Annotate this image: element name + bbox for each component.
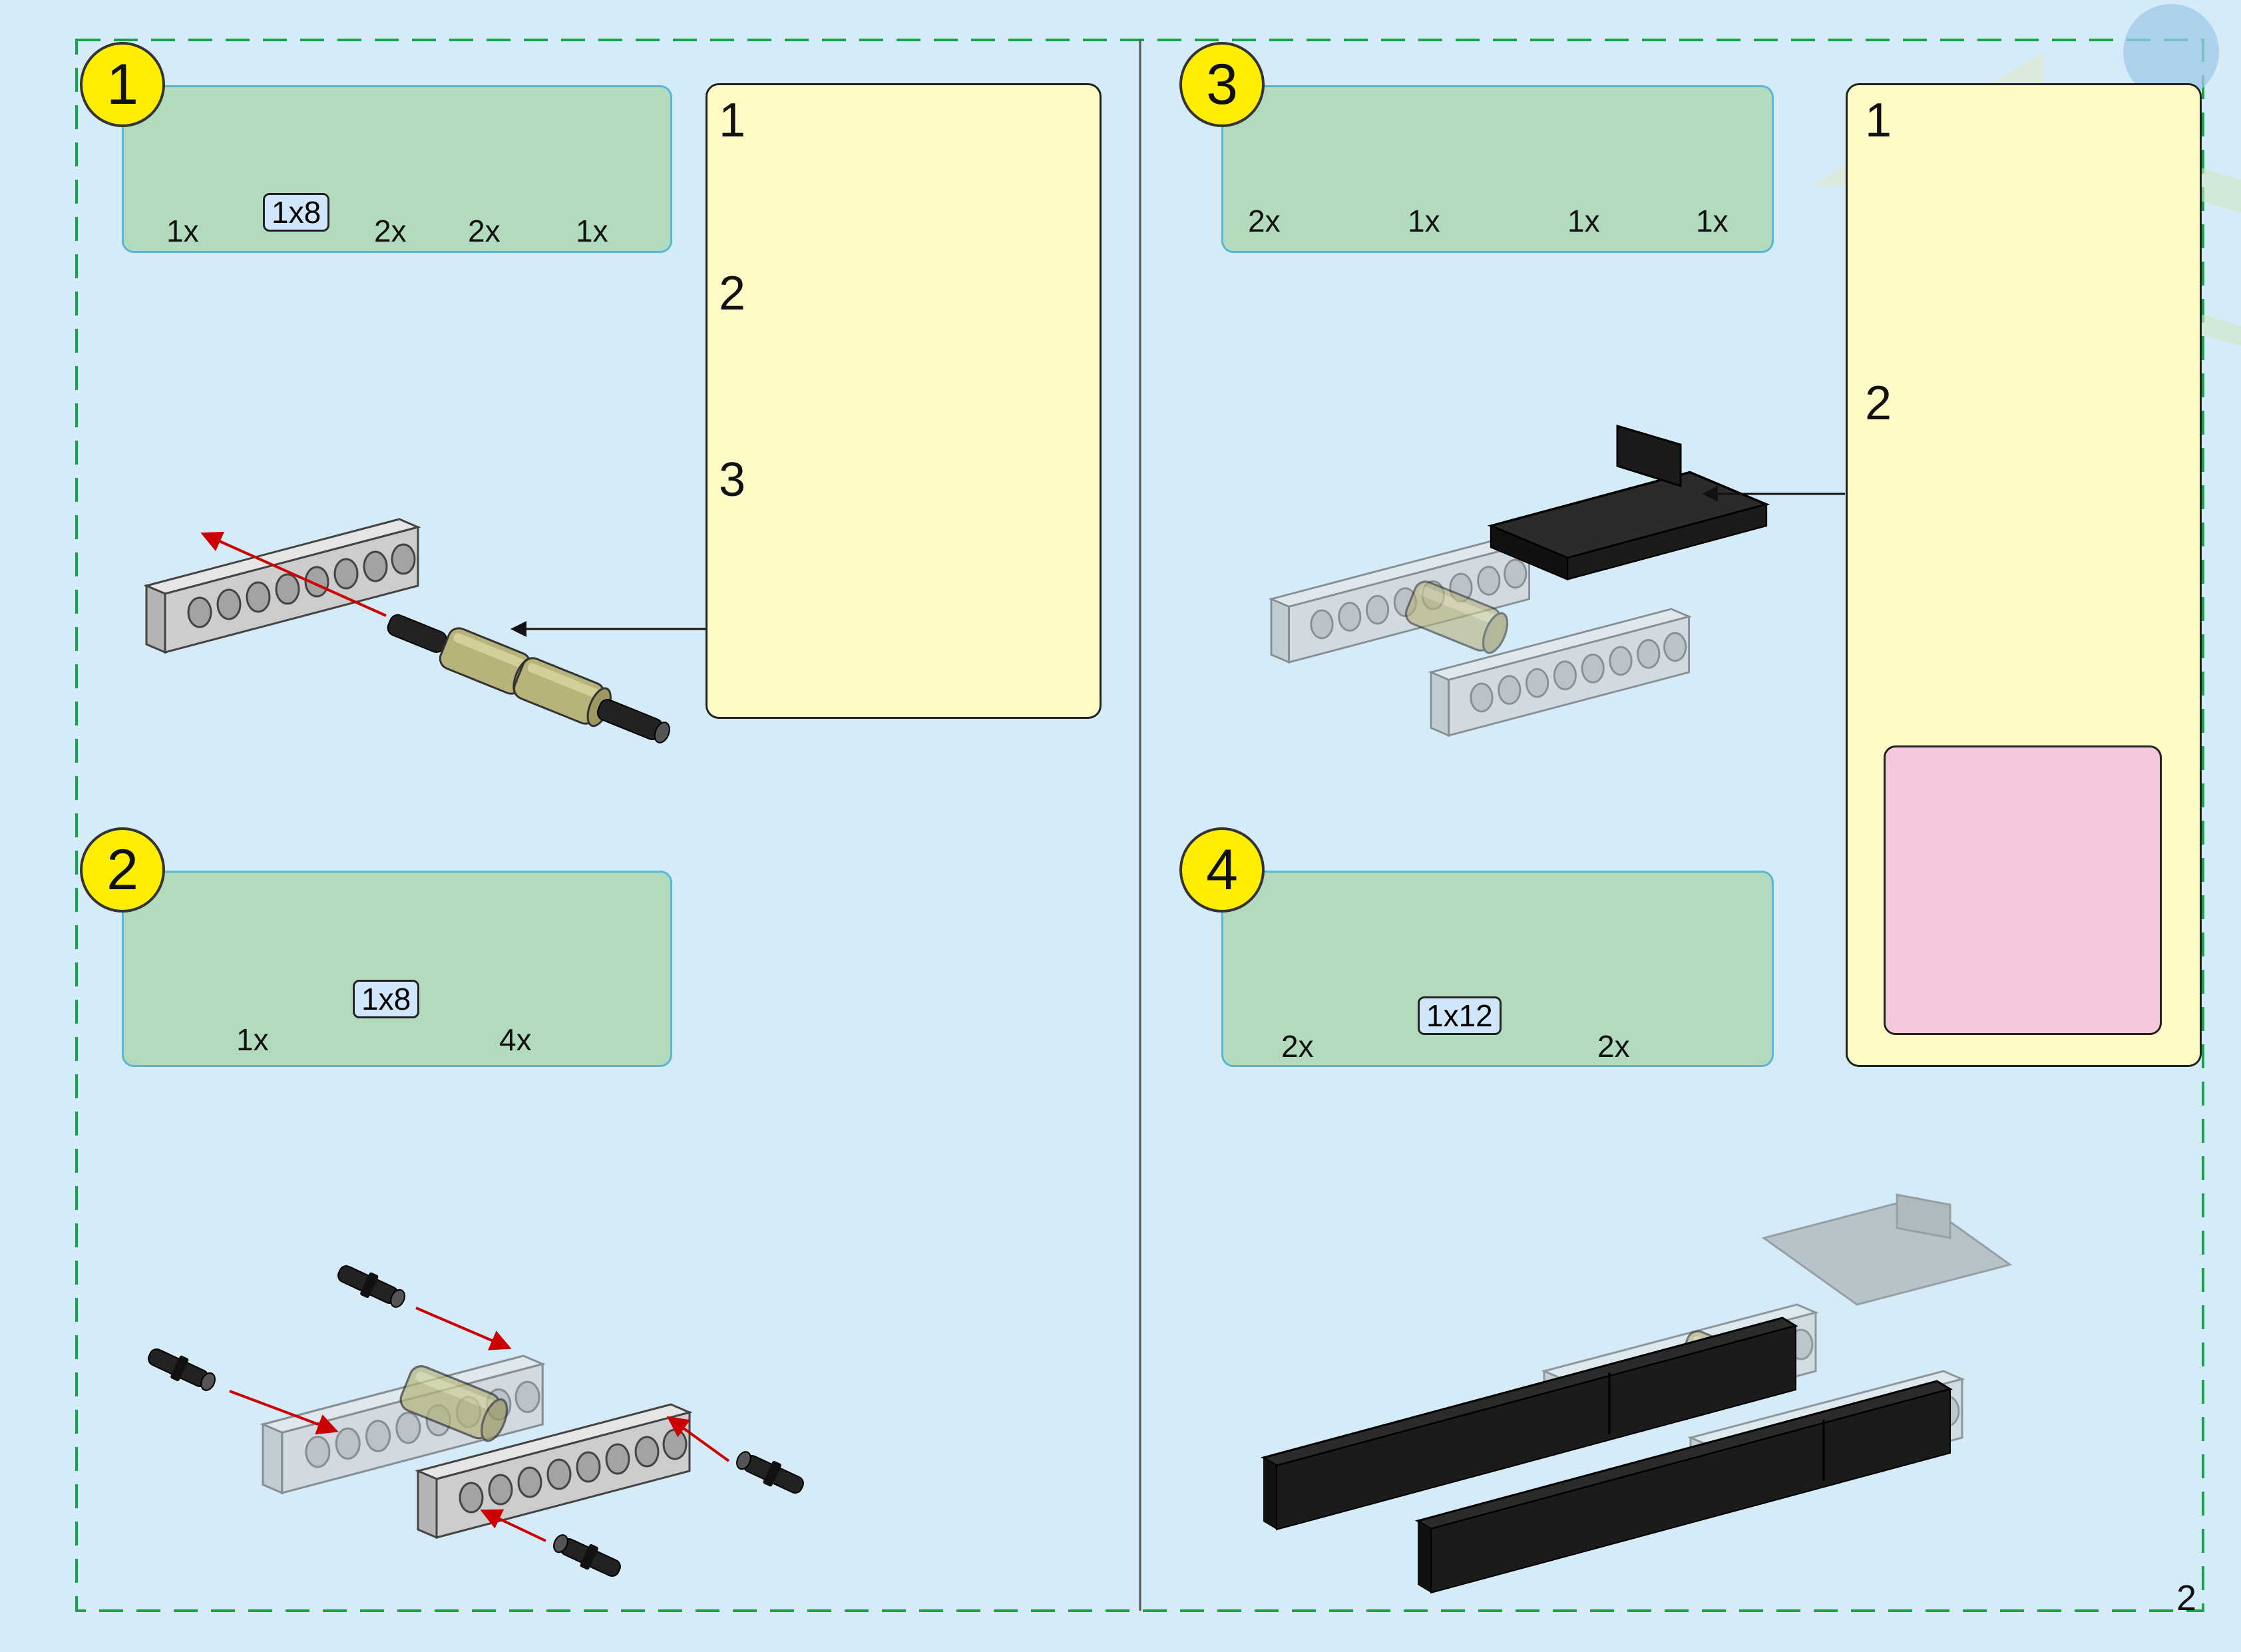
step-2-part-1-qty: 1x [236, 1022, 269, 1057]
step-1-part-1-qty: 1x [166, 214, 199, 248]
step-4-badge: 4 [1179, 827, 1265, 913]
step-2-badge: 2 [80, 827, 165, 913]
step-1-substep-1-number: 1 [719, 94, 746, 147]
step-1-substep-3-number: 3 [719, 453, 746, 507]
step-1-part-2-qty: 2x [374, 214, 407, 248]
step-2-parts-panel [122, 871, 672, 1067]
step-1-part-4-qty: 1x [576, 214, 608, 248]
step-3-substep-2-number: 2 [1865, 377, 1892, 430]
step-2-part-2-qty: 4x [499, 1022, 532, 1057]
step-3-part-2-qty: 1x [1408, 204, 1440, 238]
step-3-part-4-qty: 1x [1696, 204, 1729, 238]
step-3-part-1-qty: 2x [1248, 204, 1281, 238]
step-1-substep-panel [706, 83, 1102, 719]
step-3-badge: 3 [1179, 42, 1265, 127]
step-2-beam-size-tag: 1x8 [353, 980, 420, 1018]
step-4-part-2-qty: 2x [1597, 1029, 1630, 1064]
step-4-beam-size-tag: 1x12 [1418, 996, 1502, 1035]
step-3-parts-panel [1221, 85, 1774, 253]
step-1-parts-panel [122, 85, 672, 253]
step-1-beam-size-tag: 1x8 [263, 193, 330, 232]
step-1-substep-2-number: 2 [719, 267, 746, 320]
step-3-part-3-qty: 1x [1567, 204, 1600, 238]
step-4-part-1-qty: 2x [1281, 1029, 1314, 1064]
step-3-substep-1-number: 1 [1865, 94, 1892, 147]
step-1-part-3-qty: 2x [468, 214, 501, 248]
step-1-badge: 1 [80, 42, 165, 127]
page-number: 2 [2176, 1578, 2197, 1618]
step-3-inset-panel [1884, 745, 2162, 1035]
